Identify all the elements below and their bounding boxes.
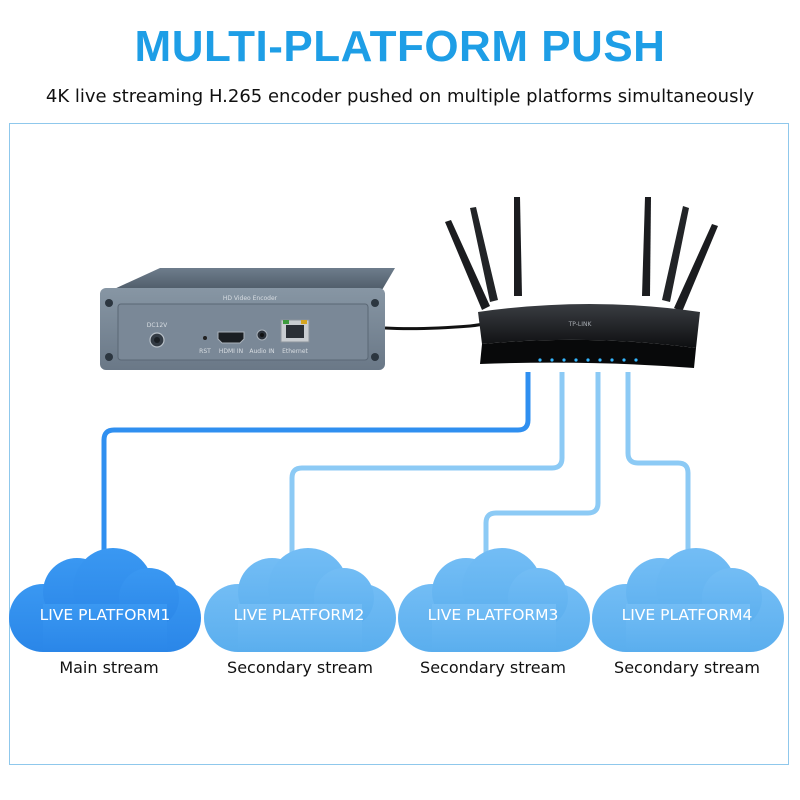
platform4-label: LIVE PLATFORM4 (621, 606, 753, 624)
encoder-name: HD Video Encoder (223, 295, 278, 302)
page-title: MULTI-PLATFORM PUSH (134, 22, 666, 71)
platform1-caption: Main stream (59, 658, 159, 677)
port-label-rst: RST (199, 348, 211, 355)
router-brand: TP-LINK (568, 321, 593, 328)
clouds-group (9, 548, 784, 652)
cloud-platform2 (204, 548, 396, 652)
platform2-caption: Secondary stream (227, 658, 373, 677)
platform4-caption: Secondary stream (614, 658, 760, 677)
platform3-caption: Secondary stream (420, 658, 566, 677)
cloud-platform4 (592, 548, 784, 652)
cloud-platform1 (9, 548, 201, 652)
platform2-label: LIVE PLATFORM2 (233, 606, 365, 624)
platform1-label: LIVE PLATFORM1 (39, 606, 171, 624)
port-label-ethernet: Ethernet (282, 348, 308, 355)
port-label-hdmi: HDMI IN (219, 348, 243, 355)
connection-line-platform3 (483, 372, 601, 560)
encoder-device: HD Video Encoder DC12V RST HDMI IN Audio… (100, 268, 395, 370)
port-label-dc: DC12V (147, 322, 168, 329)
router-device: TP-LINK (445, 197, 718, 368)
platform3-label: LIVE PLATFORM3 (427, 606, 559, 624)
connection-line-platform2 (289, 372, 565, 560)
diagram-frame (9, 123, 789, 765)
connection-line-platform4 (625, 372, 691, 560)
page-subtitle: 4K live streaming H.265 encoder pushed o… (45, 86, 755, 107)
port-label-audio: Audio IN (249, 348, 274, 355)
connection-line-platform1 (101, 372, 531, 560)
cloud-platform3 (398, 548, 590, 652)
